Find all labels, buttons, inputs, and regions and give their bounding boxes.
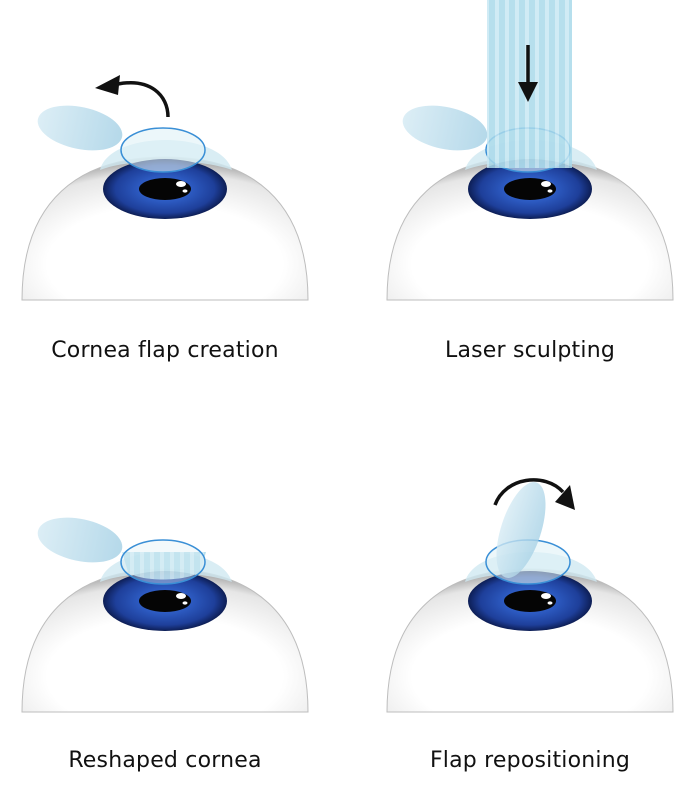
panel-flap-creation	[21, 75, 309, 301]
curved-arrow-icon	[493, 478, 565, 506]
corneal-flap	[402, 105, 488, 151]
arrowhead-icon	[518, 82, 538, 102]
corneal-flap	[37, 105, 123, 151]
step-label-reshaped-cornea: Reshaped cornea	[68, 748, 262, 773]
corneal-flap	[37, 517, 123, 563]
reshaped-area	[122, 552, 206, 580]
cornea-ring	[120, 539, 206, 585]
arrowhead-icon	[555, 485, 575, 510]
panel-laser-sculpting	[386, 0, 674, 301]
curved-arrow-icon	[117, 81, 170, 118]
step-label-flap-repositioning: Flap repositioning	[429, 748, 631, 773]
step-label-flap-creation: Cornea flap creation	[51, 338, 279, 363]
arrowhead-icon	[95, 75, 120, 95]
step-label-laser-sculpting: Laser sculpting	[445, 338, 615, 363]
panel-reshaped-cornea	[21, 517, 309, 713]
corneal-flap	[496, 482, 546, 578]
panel-flap-repositioning	[386, 478, 674, 713]
cornea-ring	[120, 127, 206, 173]
